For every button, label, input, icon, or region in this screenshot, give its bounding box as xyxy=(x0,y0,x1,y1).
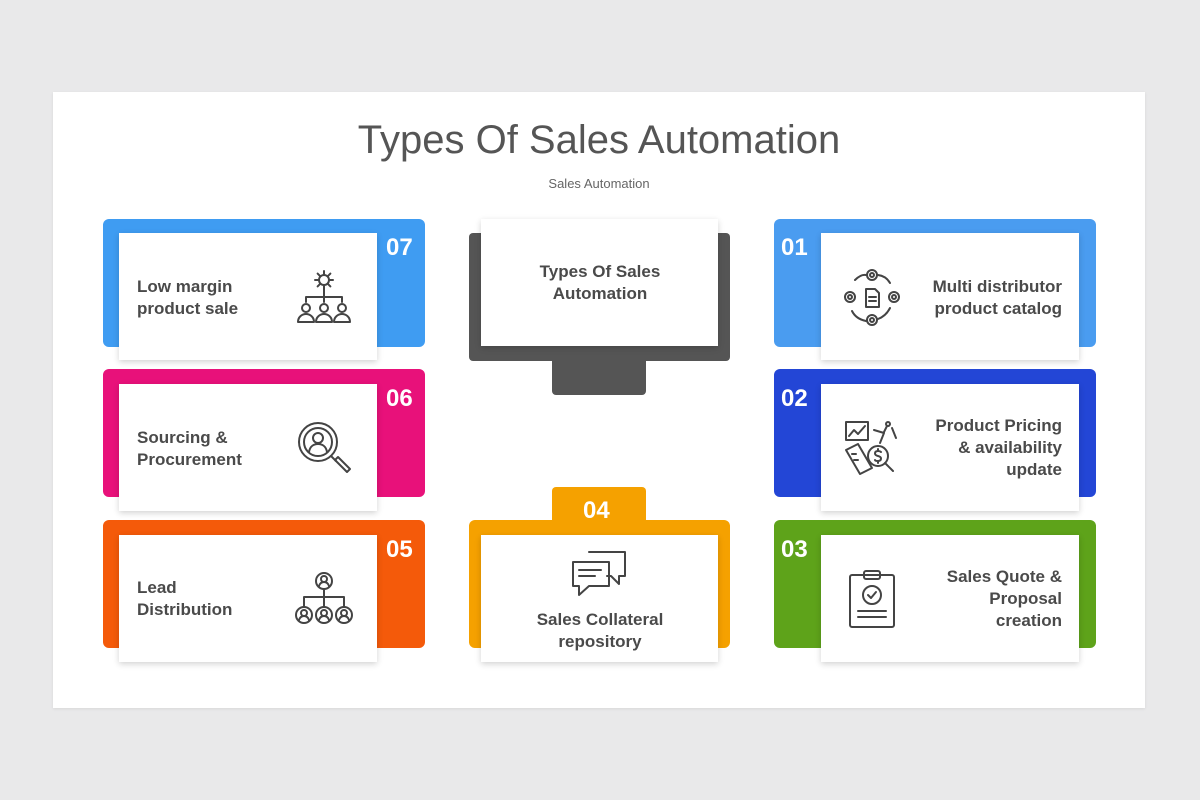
number-02: 02 xyxy=(781,385,808,412)
label-03: Sales Quote & Proposal creation xyxy=(946,567,1062,630)
card-02 xyxy=(821,384,1079,511)
number-04: 04 xyxy=(583,497,610,524)
center-label: Types Of Sales Automation xyxy=(539,262,661,303)
gear-team-icon xyxy=(292,266,356,330)
card-05 xyxy=(119,535,377,662)
page-subtitle: Sales Automation xyxy=(548,176,650,191)
center-card xyxy=(481,219,718,346)
label-06: Sourcing & Procurement xyxy=(137,428,242,469)
pricing-chart-icon xyxy=(840,416,904,480)
number-05: 05 xyxy=(386,536,413,563)
gears-document-icon xyxy=(840,266,904,330)
card-06 xyxy=(119,384,377,511)
card-01 xyxy=(821,233,1079,360)
number-03: 03 xyxy=(781,536,808,563)
number-06: 06 xyxy=(386,385,413,412)
chat-bubbles-icon xyxy=(567,542,631,606)
number-07: 07 xyxy=(386,234,413,261)
card-04 xyxy=(481,535,718,662)
label-05: Lead Distribution xyxy=(137,578,233,619)
label-01: Multi distributor product catalog xyxy=(932,277,1062,318)
center-monitor-stand xyxy=(552,355,646,395)
label-02: Product Pricing & availability update xyxy=(935,416,1062,479)
clipboard-check-icon xyxy=(840,567,904,631)
number-01: 01 xyxy=(781,234,808,261)
org-chart-icon xyxy=(292,567,356,631)
magnifier-person-icon xyxy=(292,416,356,480)
label-04: Sales Collateral repository xyxy=(536,610,664,651)
page-title: Types Of Sales Automation xyxy=(357,118,841,162)
label-07: Low margin product sale xyxy=(137,277,239,318)
